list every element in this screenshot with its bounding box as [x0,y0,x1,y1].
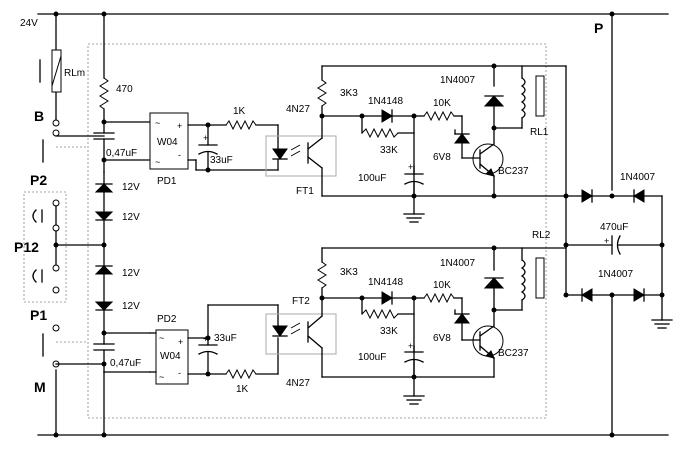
relay-rlm-label: RLm [64,68,85,79]
diode-1n4007-top-label: 1N4007 [440,75,475,86]
resistor-470-label: 470 [116,84,133,95]
zener-12v-d-label: 12V [122,301,140,312]
opto-ft1-label: 4N27 [286,104,310,115]
transistor-bc237-top-label: BC237 [498,166,529,177]
diode-1n4007-right-top-label: 1N4007 [620,172,655,183]
diode-1n4007-right-bottom-label: 1N4007 [598,269,633,280]
left-contacts [23,119,105,368]
input-top: 470 0,47uF [93,77,151,173]
svg-text:+: + [178,337,183,347]
resistor-1k-bottom-label: 1K [236,384,249,395]
svg-text:~: ~ [159,372,164,382]
cap-100uf-bottom-label: 100uF [358,352,386,363]
module-enclosure [56,43,547,419]
zener-stack: 12V 12V 12V 12V [94,171,140,334]
cap-100uf-top-label: 100uF [358,173,386,184]
terminal-p-label: P [594,20,603,36]
svg-text:~: ~ [155,157,160,167]
transistor-bc237-bottom-label: BC237 [498,348,529,359]
svg-text:~: ~ [155,118,160,128]
svg-text:+: + [408,341,413,351]
terminal-m-label: M [34,379,46,395]
svg-text:+: + [177,121,182,131]
terminal-p2-label: P2 [30,172,47,188]
svg-text:+: + [203,133,208,143]
opto-ft2-label: 4N27 [286,378,310,389]
svg-text:-: - [178,368,181,378]
diode-1n4148-bottom-label: 1N4148 [368,277,403,288]
right-supply-network: 1N4007 + 470uF 1N4007 [563,172,673,329]
terminal-p1-label: P1 [30,307,47,323]
svg-text:+: + [604,236,609,246]
channel-top: ~ ~ + - W04 PD1 1K + 33uF 4N2 [149,63,567,223]
bridge-pd1-label: W04 [157,137,178,148]
resistor-1k-top-label: 1K [233,106,246,117]
diode-1n4148-top-label: 1N4148 [368,96,403,107]
supply-voltage-label: 24V [20,18,38,29]
bridge-pd2-label: W04 [160,351,181,362]
relay-rl2-label: RL2 [532,230,551,241]
resistor-3k3-top-label: 3K3 [340,88,358,99]
opto-ft1-ref: FT1 [296,186,314,197]
relay-rl1-label: RL1 [530,127,549,138]
svg-text:+: + [408,162,413,172]
cap-047-bottom-label: 0,47uF [110,358,141,369]
resistor-10k-top-label: 10K [433,98,451,109]
input-bottom: 0,47uF [93,330,151,373]
supply-rails [37,11,669,438]
opto-ft2-ref: FT2 [292,296,310,307]
zener-12v-c-label: 12V [122,268,140,279]
zener-6v8-top-label: 6V8 [433,152,451,163]
resistor-33k-top-label: 33K [380,145,398,156]
resistor-10k-bottom-label: 10K [433,280,451,291]
channel-bottom: ~ ~ + - W04 PD2 + 33uF 1K [149,195,567,405]
zener-6v8-bottom-label: 6V8 [433,333,451,344]
zener-12v-a-label: 12V [122,182,140,193]
bridge-pd1-ref: PD1 [157,176,177,187]
zener-12v-b-label: 12V [122,212,140,223]
svg-text:~: ~ [159,333,164,343]
relay-rlm: RLm [39,49,85,93]
terminal-p12-label: P12 [14,239,39,255]
cap-470uf-label: 470uF [600,222,628,233]
cap-33uf-bottom-label: 33uF [214,333,237,344]
cap-33uf-top-label: 33uF [210,155,233,166]
resistor-33k-bottom-label: 33K [380,326,398,337]
svg-text:+: + [203,334,208,344]
diode-1n4007-bottom-label: 1N4007 [440,258,475,269]
terminal-b-label: B [34,108,44,124]
bridge-pd2-ref: PD2 [157,314,177,325]
resistor-3k3-bottom-label: 3K3 [340,267,358,278]
cap-047-top-label: 0,47uF [106,148,137,159]
svg-text:-: - [178,150,181,160]
